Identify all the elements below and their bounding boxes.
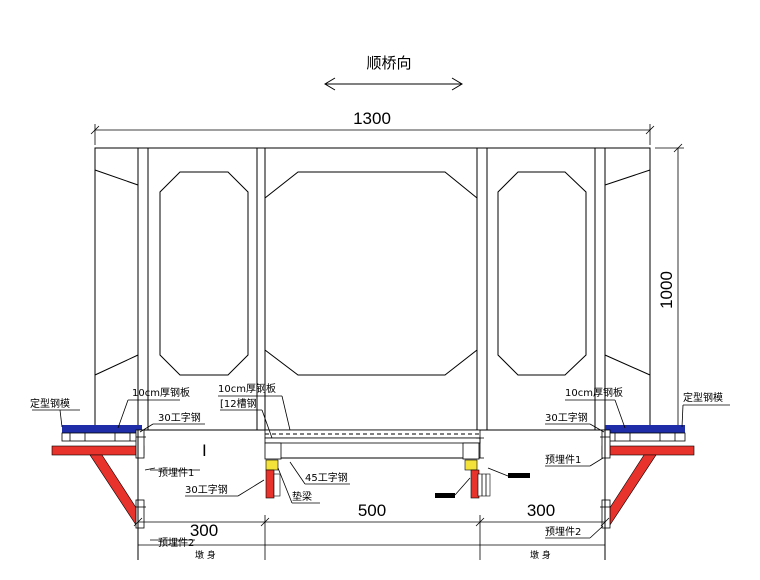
direction-arrow (324, 77, 463, 91)
dimension-overall-height-label: 1000 (657, 271, 676, 309)
right-bracket (600, 425, 695, 560)
dimension-center-span: 500 (358, 501, 386, 520)
label-embed1-right: 预埋件1 (545, 454, 581, 466)
right-pad-beam (464, 459, 478, 471)
left-steel-plate (62, 425, 142, 433)
bottom-dimensions (133, 515, 610, 560)
label-ibeam30-left: 30工字钢 (158, 411, 201, 424)
center-support (264, 429, 530, 499)
left-bracket (51, 425, 146, 560)
left-pad-beam (265, 459, 279, 471)
black-bar-left (435, 493, 455, 498)
label-steel-plate-right: 10cm厚钢板 (565, 386, 623, 399)
label-embed2-left: 预埋件2 (158, 537, 194, 549)
right-steel-plate (605, 425, 685, 433)
title-direction: 顺桥向 (366, 54, 411, 72)
label-pier-right: 墩 身 (530, 549, 551, 561)
dimension-left-span: 300 (190, 521, 218, 540)
label-steel-plate-center: 10cm厚钢板 (218, 382, 276, 395)
label-ibeam45: 45工字钢 (305, 471, 348, 484)
label-embed2-right: 预埋件2 (545, 526, 581, 538)
label-formwork-right: 定型钢模 (683, 391, 723, 404)
label-pad-beam: 垫梁 (292, 490, 312, 503)
label-channel-12: [12槽钢 (220, 397, 257, 410)
dimension-overall-width (90, 124, 655, 145)
dimension-overall-height (655, 143, 684, 430)
label-embed1-left: 预埋件1 (158, 467, 194, 479)
label-steel-plate-left: 10cm厚钢板 (132, 386, 190, 399)
label-formwork-left: 定型钢模 (30, 397, 70, 410)
dimension-overall-width-label: 1300 (353, 109, 391, 128)
label-roman-one: I (202, 441, 207, 460)
label-ibeam30-bottom: 30工字钢 (185, 483, 228, 496)
right-ibeam30 (601, 445, 695, 456)
label-ibeam30-right: 30工字钢 (545, 411, 588, 424)
black-bar-right (508, 473, 530, 478)
leader-lines (32, 395, 730, 541)
dimension-right-span: 300 (527, 501, 555, 520)
label-pier-left: 墩 身 (195, 549, 216, 561)
left-ibeam30 (51, 445, 145, 456)
